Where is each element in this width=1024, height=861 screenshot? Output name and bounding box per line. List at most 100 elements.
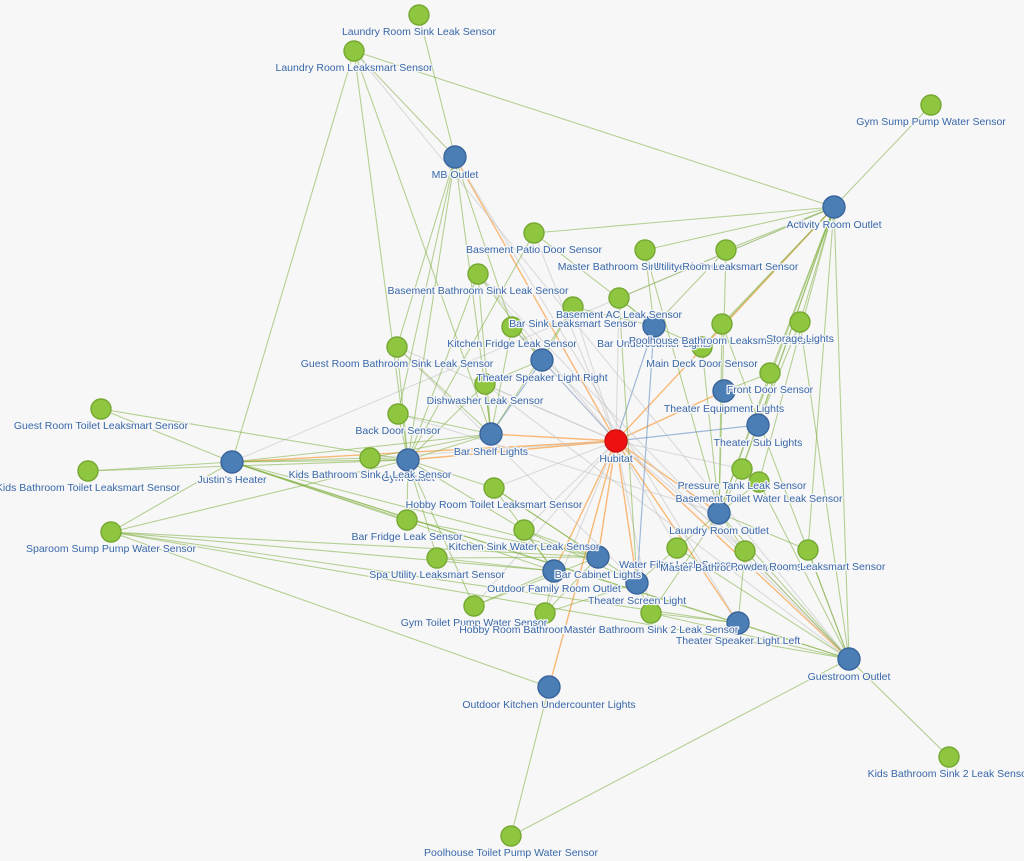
node-master-bathroom-toilet-leak-sensor[interactable] <box>734 540 756 562</box>
edge-green <box>523 529 599 558</box>
node-kitchen-fridge-leak-sensor[interactable] <box>501 316 523 338</box>
edge-green <box>477 273 492 435</box>
node-guest-room-toilet-leaksmart-sensor[interactable] <box>90 398 112 420</box>
node-laundry-room-sink-leak-sensor[interactable] <box>408 4 430 26</box>
node-basement-toilet-water-leak-sensor[interactable] <box>748 471 770 493</box>
edge-gray <box>615 440 678 549</box>
node-outdoor-kitchen-undercounter-lights[interactable] <box>537 675 561 699</box>
node-guestroom-outlet[interactable] <box>837 647 861 671</box>
node-bar-undercounter-lights[interactable] <box>642 314 666 338</box>
node-gym-toilet-pump-water-sensor[interactable] <box>463 595 485 617</box>
node-poolhouse-toilet-pump-water-sensor[interactable] <box>500 825 522 847</box>
edge-green <box>406 519 599 558</box>
node-basement-ac-leak-sensor[interactable] <box>608 287 630 309</box>
node-laundry-room-outlet[interactable] <box>707 501 731 525</box>
edge-green <box>650 612 739 624</box>
node-label-back-door-sensor: Back Door Sensor <box>355 425 441 437</box>
edge-green <box>493 487 638 584</box>
node-theater-sub-lights[interactable] <box>746 413 770 437</box>
node-front-door-sensor[interactable] <box>759 362 781 384</box>
edge-gray <box>493 440 617 489</box>
node-label-basement-patio-door-sensor: Basement Patio Door Sensor <box>466 244 602 256</box>
node-hobby-room-bathroom-leak-sensor[interactable] <box>534 602 556 624</box>
edge-orange <box>615 390 725 442</box>
edge-green <box>799 321 850 660</box>
node-main-deck-door-sensor[interactable] <box>691 336 713 358</box>
node-label-outdoor-kitchen-undercounter-lights: Outdoor Kitchen Undercounter Lights <box>462 699 635 711</box>
node-master-bathroom-sink-1-leak-sensor[interactable] <box>634 239 656 261</box>
node-laundry-room-leaksmart-sensor[interactable] <box>343 40 365 62</box>
node-label-justin-s-heater: Justin's Heater <box>197 474 267 486</box>
node-label-bar-shelf-lights: Bar Shelf Lights <box>454 446 528 458</box>
node-theater-equipment-lights[interactable] <box>712 379 736 403</box>
node-utility-room-leaksmart-sensor[interactable] <box>715 239 737 261</box>
node-label-spa-utility-leaksmart-sensor: Spa Utility Leaksmart Sensor <box>369 569 505 581</box>
node-label-bar-sink-leaksmart-sensor: Bar Sink Leaksmart Sensor <box>509 318 637 330</box>
node-powder-room-leaksmart-sensor[interactable] <box>797 539 819 561</box>
node-water-filter-leak-sensor[interactable] <box>666 537 688 559</box>
node-kids-bathroom-sink-1-leak-sensor[interactable] <box>359 447 381 469</box>
edge-green <box>454 156 513 328</box>
edge-green <box>644 249 720 514</box>
node-theater-screen-light[interactable] <box>625 571 649 595</box>
edge-orange <box>597 440 617 558</box>
edge-green <box>533 206 835 234</box>
node-label-gym-sump-pump-water-sensor: Gym Sump Pump Water Sensor <box>856 116 1006 128</box>
node-bar-shelf-lights[interactable] <box>479 422 503 446</box>
edge-green <box>650 612 850 660</box>
node-theater-speaker-light-right[interactable] <box>530 348 554 372</box>
node-label-sparoom-sump-pump-water-sensor: Sparoom Sump Pump Water Sensor <box>26 543 197 555</box>
node-bar-sink-leaksmart-sensor[interactable] <box>562 296 584 318</box>
edge-green <box>353 50 492 435</box>
node-label-gym-toilet-pump-water-sensor: Gym Toilet Pump Water Sensor <box>401 617 548 629</box>
edge-green <box>833 206 850 660</box>
edge-gray <box>397 413 720 514</box>
edge-green <box>397 156 456 415</box>
node-guest-room-bathroom-sink-leak-sensor[interactable] <box>386 336 408 358</box>
node-basement-patio-door-sensor[interactable] <box>523 222 545 244</box>
node-gym-sump-pump-water-sensor[interactable] <box>920 94 942 116</box>
node-label-mb-outlet: MB Outlet <box>432 169 479 181</box>
node-label-basement-ac-leak-sensor: Basement AC Leak Sensor <box>556 309 683 321</box>
node-gym-outlet[interactable] <box>396 448 420 472</box>
node-bar-cabinet-lights[interactable] <box>586 545 610 569</box>
edge-green <box>718 512 809 551</box>
node-outdoor-family-room-outlet[interactable] <box>542 559 566 583</box>
edge-green <box>407 459 525 531</box>
node-kitchen-sink-water-leak-sensor[interactable] <box>513 519 535 541</box>
edge-green <box>737 550 746 624</box>
node-label-pressure-tank-leak-sensor: Pressure Tank Leak Sensor <box>678 480 807 492</box>
edge-green <box>407 383 486 461</box>
node-kids-bathroom-sink-2-leak-sensor[interactable] <box>938 746 960 768</box>
node-hobby-room-toilet-leaksmart-sensor[interactable] <box>483 477 505 499</box>
node-label-laundry-room-outlet: Laundry Room Outlet <box>669 525 769 537</box>
edge-orange <box>490 433 617 442</box>
node-master-bathroom-sink-2-leak-sensor[interactable] <box>640 602 662 624</box>
node-sparoom-sump-pump-water-sensor[interactable] <box>100 521 122 543</box>
node-label-master-bathroom-sink-2-leak-sensor: Master Bathroom Sink 2 Leak Sensor <box>564 624 739 636</box>
node-poolhouse-bathroom-leaksmart-sensor[interactable] <box>711 313 733 335</box>
node-justin-s-heater[interactable] <box>220 450 244 474</box>
node-label-kids-bathroom-sink-2-leak-sensor: Kids Bathroom Sink 2 Leak Sensor <box>868 768 1024 780</box>
edge-green <box>418 14 456 158</box>
node-theater-speaker-light-left[interactable] <box>726 611 750 635</box>
node-label-hobby-room-toilet-leaksmart-sensor: Hobby Room Toilet Leaksmart Sensor <box>406 499 583 511</box>
edge-green <box>397 413 492 435</box>
node-label-poolhouse-toilet-pump-water-sensor: Poolhouse Toilet Pump Water Sensor <box>424 847 598 859</box>
node-activity-room-outlet[interactable] <box>822 195 846 219</box>
node-pressure-tank-leak-sensor[interactable] <box>731 458 753 480</box>
edge-green <box>110 531 555 572</box>
node-storage-lights[interactable] <box>789 311 811 333</box>
node-hubitat[interactable] <box>604 429 628 453</box>
node-basement-bathroom-sink-leak-sensor[interactable] <box>467 263 489 285</box>
node-dishwasher-leak-sensor[interactable] <box>474 373 496 395</box>
node-label-kitchen-sink-water-leak-sensor: Kitchen Sink Water Leak Sensor <box>449 541 600 553</box>
node-mb-outlet[interactable] <box>443 145 467 169</box>
node-spa-utility-leaksmart-sensor[interactable] <box>426 547 448 569</box>
node-kids-bathroom-toilet-leaksmart-sensor[interactable] <box>77 460 99 482</box>
node-bar-fridge-leak-sensor[interactable] <box>396 509 418 531</box>
node-label-theater-speaker-light-left: Theater Speaker Light Left <box>676 635 800 647</box>
node-label-guest-room-toilet-leaksmart-sensor: Guest Room Toilet Leaksmart Sensor <box>14 420 189 432</box>
node-back-door-sensor[interactable] <box>387 403 409 425</box>
